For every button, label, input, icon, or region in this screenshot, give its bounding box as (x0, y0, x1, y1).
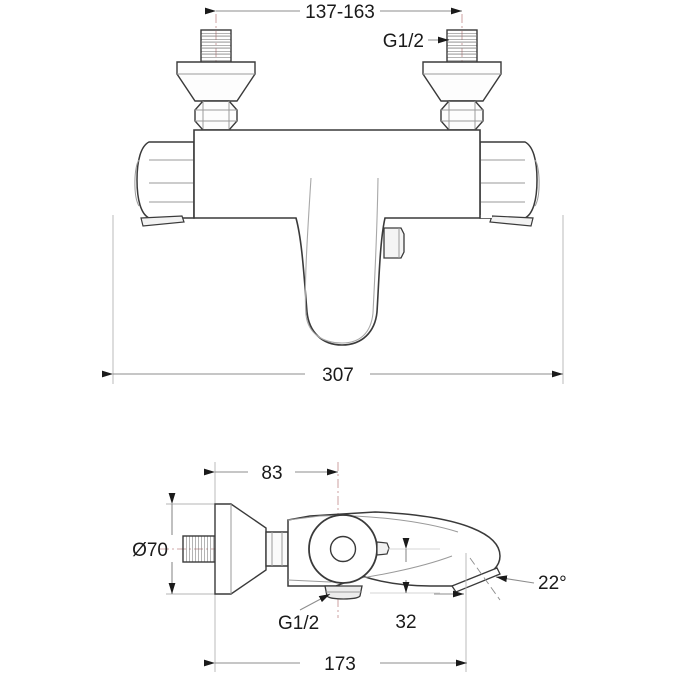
callout-g12-front: G1/2 (383, 31, 449, 52)
dim-label-outlet-angle: 22° (538, 573, 567, 594)
dim-label-83: 83 (261, 463, 282, 484)
dimension-outlet-angle: 22° (434, 553, 567, 672)
dimension-flange-diameter: Ø70 (132, 493, 215, 595)
dim-label-overall-projection: 173 (324, 654, 356, 675)
right-handle-front (479, 141, 538, 219)
callout-label-g12-side: G1/2 (278, 613, 319, 634)
mixer-body-fill (194, 130, 492, 348)
handle-hub-circle (329, 535, 357, 563)
mixer-body-front (134, 129, 540, 348)
spout-outlet-lip (451, 567, 501, 593)
body-top-highlight-side (287, 515, 459, 533)
handle-side-lug (376, 541, 390, 556)
right-handle-tab (489, 215, 534, 227)
right-inlet-hexnut (440, 100, 484, 131)
callout-label-g12-front: G1/2 (383, 31, 424, 52)
shower-outlet-spigot (383, 227, 405, 259)
left-inlet-thread (200, 29, 232, 63)
dim-label-overall-width: 307 (322, 365, 354, 386)
dimension-spout-drop: 32 (370, 538, 440, 633)
spout-inner-line-left (304, 177, 343, 344)
callout-g12-side: G1/2 (278, 593, 331, 634)
dim-label-inlet-spacing: 137-163 (305, 2, 375, 23)
side-elevation-view: 83 Ø70 (132, 462, 567, 675)
left-handle-tab (140, 215, 185, 227)
wall-inlet-thread-side (182, 535, 216, 563)
dimension-wall-to-handle: 83 (204, 463, 338, 484)
dimension-overall-width: 307 (102, 215, 564, 386)
right-inlet-thread (446, 29, 478, 63)
left-inlet-assembly (176, 29, 256, 131)
dim-label-spout-drop: 32 (395, 612, 416, 633)
mixer-body-outline (193, 129, 481, 346)
front-elevation-view: 137-163 (102, 2, 564, 386)
left-handle-front (136, 141, 195, 219)
left-inlet-hexnut (194, 100, 238, 131)
angle-leader-line (495, 575, 535, 584)
spout-inner-line-right (341, 177, 379, 344)
connector-nut-side (265, 531, 289, 567)
dimension-overall-projection: 173 (204, 654, 467, 675)
angle-reference-line (469, 557, 501, 601)
dimension-inlet-spacing: 137-163 (205, 2, 462, 23)
callout-leader-g12-side (299, 593, 331, 611)
dim-label-flange-diameter: Ø70 (132, 540, 168, 561)
